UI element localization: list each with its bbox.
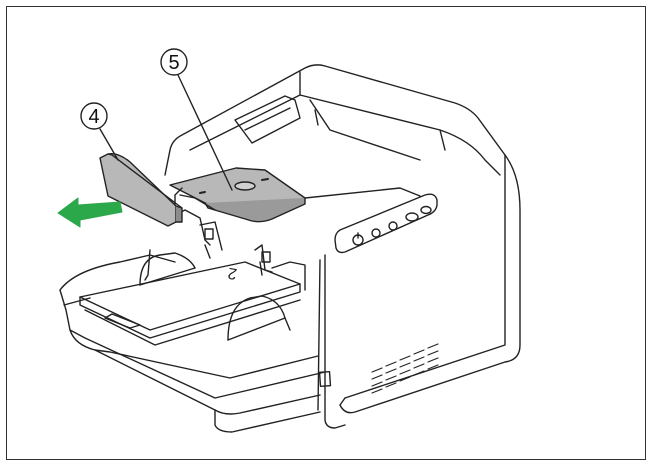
scanner-body <box>144 64 521 429</box>
callout-5: 5 <box>160 48 233 191</box>
vent-grille <box>371 343 439 394</box>
control-buttons <box>371 205 432 238</box>
exit-tray-extension <box>169 167 421 223</box>
callout-4: 4 <box>80 102 119 161</box>
callout-4-label: 4 <box>88 106 99 128</box>
exit-tray-stopper <box>99 152 183 227</box>
callout-5-label: 5 <box>168 52 179 74</box>
tray-mark: 2 <box>226 264 238 282</box>
feed-tray <box>59 252 326 433</box>
figure-frame <box>6 6 646 460</box>
pull-direction-arrow <box>57 197 123 228</box>
